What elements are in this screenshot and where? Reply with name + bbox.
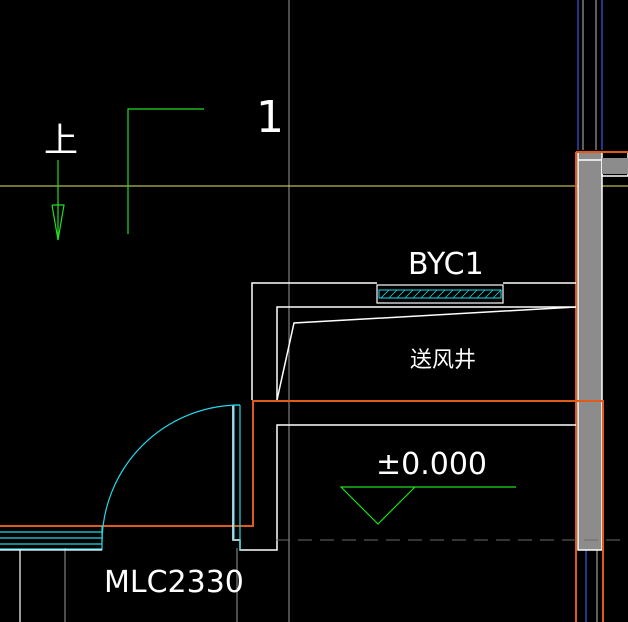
slab-outline-right (575, 151, 628, 622)
grid-lines-right-grey (582, 0, 598, 622)
window-frame (376, 284, 504, 304)
floor-outline (0, 400, 603, 527)
window-mlc2330 (0, 526, 103, 550)
section-mark-bracket (127, 108, 204, 234)
window-glass (378, 289, 502, 299)
shaft-name-label: 送风井 (410, 348, 476, 373)
elevation-marker-icon (339, 486, 516, 525)
door-swing-arc (101, 404, 241, 544)
shaft-diagonal-line (276, 306, 577, 401)
air-shaft (251, 282, 577, 401)
door-swing (101, 404, 241, 550)
section-mark (127, 108, 204, 234)
elevation-triangle (339, 486, 516, 525)
direction-up-label: 上 (44, 121, 78, 161)
grid-lines-right (577, 0, 603, 622)
section-mark-number: 1 (256, 92, 284, 143)
window-byc1 (376, 284, 504, 304)
column-top-fill (602, 158, 628, 174)
shaft-inner-wall (276, 306, 576, 400)
window-mlc2330-frame (0, 549, 102, 622)
window-hatch (380, 289, 502, 299)
floor-outline-line (0, 400, 603, 527)
shaft-outer-wall-left (251, 282, 377, 400)
elevation-label: ±0.000 (376, 447, 487, 482)
structural-column (577, 151, 603, 551)
window-tag-label: BYC1 (408, 247, 484, 282)
axis-lines (64, 0, 290, 622)
door-window-tag-label: MLC2330 (104, 565, 244, 600)
arrow-head (51, 204, 65, 241)
direction-arrow-icon (51, 160, 65, 241)
